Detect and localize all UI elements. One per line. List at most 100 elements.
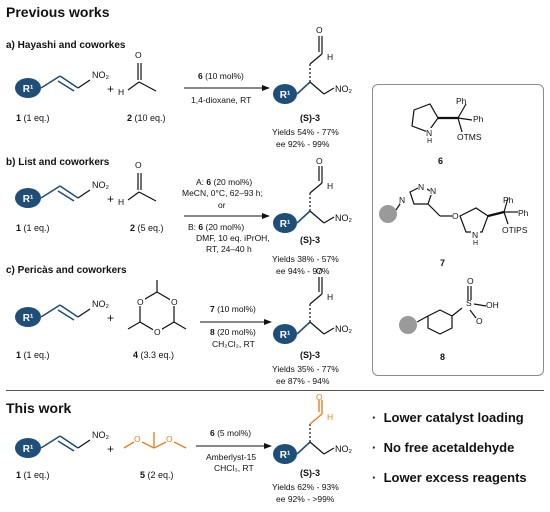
no2-prod-c: NO₂ bbox=[335, 324, 352, 334]
condition-a-top: 6 (10 mol%) bbox=[198, 71, 244, 81]
compound-5-eq: (2 eq.) bbox=[147, 470, 174, 480]
compound-1-label-this: 1 (1 eq.) bbox=[16, 470, 50, 481]
condition-c-3: CH₂Cl₂, RT bbox=[212, 339, 255, 349]
condition-b-or: or bbox=[218, 200, 226, 210]
advantage-1-text: Lower catalyst loading bbox=[383, 410, 524, 425]
yields-a: Yields 54% - 77% bbox=[272, 127, 339, 137]
cat7-o: O bbox=[452, 211, 459, 221]
cat7-ph1: Ph bbox=[503, 195, 514, 205]
product-label-b: (S)-3 bbox=[300, 235, 320, 245]
product-label-c: (S)-3 bbox=[300, 350, 320, 360]
condition-c-1: 7 (10 mol%) bbox=[210, 304, 256, 314]
svg-text:R¹: R¹ bbox=[280, 330, 291, 341]
compound-5-number: 5 bbox=[140, 470, 146, 480]
atom-o-prod-b: O bbox=[316, 156, 323, 166]
yields-c: Yields 35% - 77% bbox=[272, 364, 339, 374]
section-c-title: c) Pericàs and coworkers bbox=[6, 265, 127, 276]
catalyst-loading: (10 mol%) bbox=[202, 71, 244, 81]
cond-c-cat8: 8 bbox=[210, 327, 215, 337]
product-c: R¹ bbox=[273, 277, 335, 344]
compound-2-eq-a: (10 eq.) bbox=[134, 113, 166, 123]
condition-b-a2: MeCN, 0°C, 62–93 h; bbox=[182, 188, 263, 198]
catalyst-8-structure bbox=[399, 286, 487, 335]
ee-this: ee 92% - >99% bbox=[276, 494, 335, 504]
atom-o-a: O bbox=[135, 50, 142, 60]
reaction-arrow-this bbox=[196, 443, 272, 449]
plus-sign-a1: + bbox=[107, 82, 115, 96]
cat7-otips: OTIPS bbox=[502, 225, 528, 235]
atom-h-prod-b: H bbox=[327, 181, 334, 191]
cat6-n-atom: N bbox=[426, 128, 433, 138]
cat8-o2: O bbox=[476, 316, 483, 326]
catalyst-7-structure bbox=[379, 182, 518, 239]
compound-1-label-b: 1 (1 eq.) bbox=[16, 223, 50, 234]
product-this: R¹ bbox=[273, 400, 335, 464]
compound-1-number-c: 1 bbox=[16, 350, 22, 360]
cat6-h: H bbox=[427, 138, 433, 145]
ee-c: ee 87% - 94% bbox=[276, 376, 330, 386]
previous-works-header: Previous works bbox=[6, 4, 110, 20]
atom-h-b: H bbox=[118, 197, 125, 207]
trioxane-o1: O bbox=[171, 297, 178, 307]
product-a: R¹ bbox=[273, 36, 335, 104]
cat7-nh-h: H bbox=[473, 240, 479, 247]
svg-text:R¹: R¹ bbox=[280, 90, 291, 101]
reaction-arrow-b bbox=[184, 213, 270, 219]
atom-o-prod-c: O bbox=[316, 266, 323, 276]
cond-b-prefix: B: bbox=[188, 222, 199, 232]
cond-a-load: (20 mol%) bbox=[211, 177, 253, 187]
yields-this: Yields 62% - 93% bbox=[272, 482, 339, 492]
catalyst-ref: 6 bbox=[198, 71, 203, 81]
condition-b-b2: DMF, 10 eq. iPrOH, bbox=[196, 233, 270, 243]
condition-a-bottom: 1,4-dioxane, RT bbox=[191, 95, 252, 105]
cond-this-cat: 6 bbox=[210, 428, 215, 438]
atom-o-prod-this: O bbox=[316, 392, 323, 402]
no2-prod-this: NO₂ bbox=[335, 444, 352, 454]
cat8-s: S bbox=[466, 298, 472, 308]
section-a-title: a) Hayashi and coworkes bbox=[6, 40, 126, 51]
catalyst-8-label: 8 bbox=[440, 352, 446, 362]
compound-1-eq-c: (1 eq.) bbox=[23, 350, 50, 360]
no2-label-a: NO₂ bbox=[92, 70, 109, 80]
cat7-n2: N bbox=[418, 182, 425, 192]
condition-b-a1: A: 6 (20 mol%) bbox=[196, 177, 252, 187]
compound-2-eq-b: (5 eq.) bbox=[137, 223, 164, 233]
cond-b-load: (20 mol%) bbox=[203, 222, 245, 232]
plus-sign-b1: + bbox=[107, 192, 115, 206]
no2-prod-b: NO₂ bbox=[335, 213, 352, 223]
compound-2-number-a: 2 bbox=[127, 113, 133, 123]
cond-this-load: (5 mol%) bbox=[214, 428, 252, 438]
compound-2-label-b: 2 (5 eq.) bbox=[130, 223, 164, 234]
svg-text:R¹: R¹ bbox=[23, 194, 34, 205]
yields-b: Yields 38% - 57% bbox=[272, 254, 339, 264]
catalyst-panel bbox=[372, 84, 544, 376]
product-b: R¹ bbox=[273, 166, 335, 233]
compound-4-eq: (3.3 eq.) bbox=[140, 350, 175, 360]
catalyst-6-label: 6 bbox=[438, 156, 444, 166]
condition-c-2: 8 (20 mol%) bbox=[210, 327, 256, 337]
paraldehyde-c bbox=[127, 280, 187, 337]
compound-1-eq: (1 eq.) bbox=[23, 113, 50, 123]
acetal-o1: O bbox=[134, 434, 141, 444]
condition-this-3: CHCl₃, RT bbox=[214, 463, 254, 473]
atom-o-b: O bbox=[135, 160, 142, 170]
compound-2-number-b: 2 bbox=[130, 223, 136, 233]
catalyst-6-structure bbox=[411, 103, 473, 137]
atom-o-prod-a: O bbox=[316, 25, 323, 35]
no2-prod-a: NO₂ bbox=[335, 84, 352, 94]
trioxane-o3: O bbox=[154, 327, 161, 337]
cat8-oh: OH bbox=[486, 300, 499, 310]
acetaldehyde-a bbox=[127, 63, 157, 92]
compound-4-label: 4 (3.3 eq.) bbox=[133, 350, 174, 361]
atom-h-prod-a: H bbox=[327, 52, 334, 62]
compound-1-eq-this: (1 eq.) bbox=[23, 470, 50, 480]
svg-text:R¹: R¹ bbox=[280, 219, 291, 230]
section-b-title: b) List and coworkers bbox=[6, 157, 110, 168]
advantage-2-text: No free acetaldehyde bbox=[383, 440, 515, 455]
plus-sign-c1: + bbox=[107, 311, 115, 325]
reaction-arrow-a bbox=[184, 85, 270, 91]
cond-c-load7: (10 mol%) bbox=[214, 304, 256, 314]
acetaldehyde-b bbox=[127, 173, 157, 202]
advantage-1: · Lower catalyst loading bbox=[372, 410, 524, 425]
compound-1-label-a: 1 (1 eq.) bbox=[16, 113, 50, 124]
